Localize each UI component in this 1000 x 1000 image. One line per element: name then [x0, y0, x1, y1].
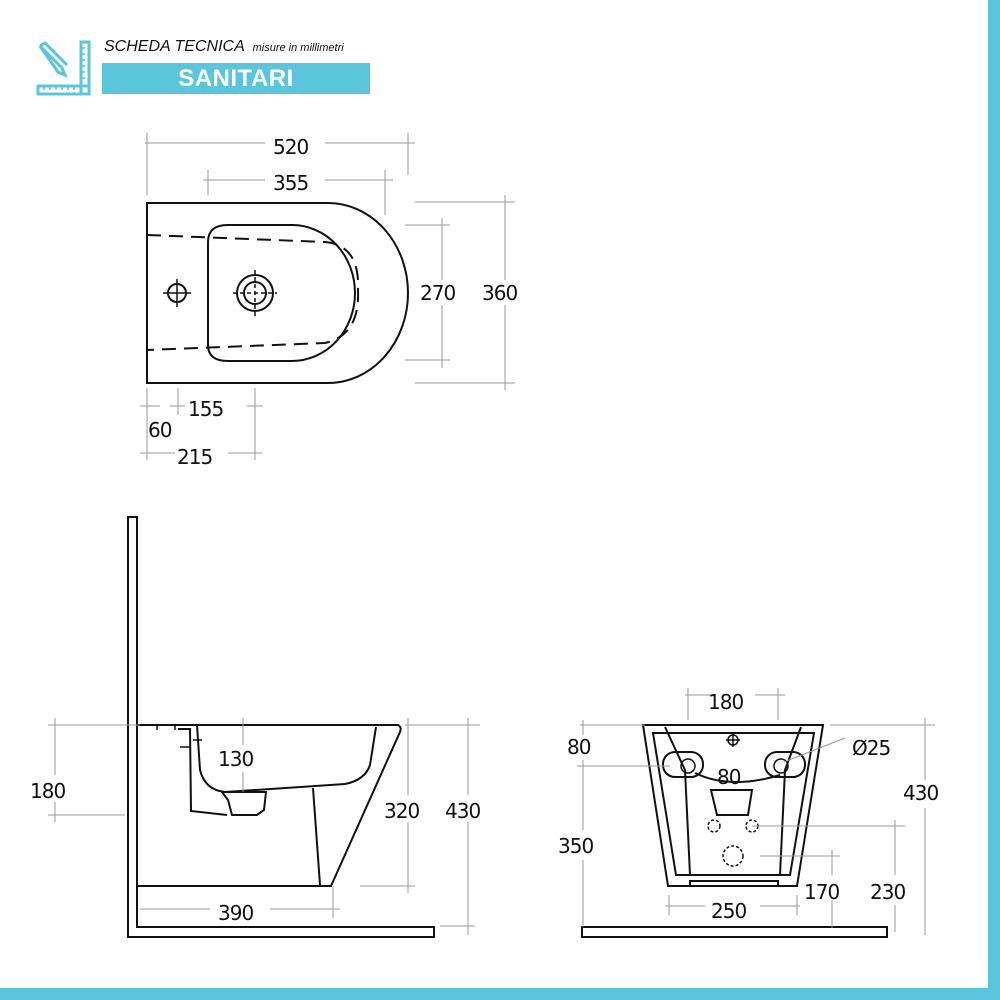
dim-overall-length: 520	[273, 135, 308, 159]
dim-base-width: 250	[711, 899, 746, 923]
bidet-rear-outline	[641, 724, 825, 887]
subtitle-text: misure in millimetri	[252, 42, 344, 54]
dim-fixing-diameter: Ø25	[852, 736, 890, 760]
fixing-slot-left	[662, 751, 704, 778]
bowl-outline	[207, 224, 356, 362]
base-plate	[689, 880, 779, 887]
drain-section	[220, 791, 268, 816]
rear-view: 180 80 Ø25 80 430 350 170 230 250	[558, 688, 939, 938]
bidet-top-outline	[146, 202, 409, 384]
dim-bowl-length: 355	[273, 171, 308, 195]
dim-supply-height: 230	[870, 880, 905, 904]
bowl-section	[196, 724, 377, 794]
fixing-slot-right	[764, 751, 806, 778]
dim-wall-to-drain: 215	[177, 445, 212, 469]
rim-hidden-line	[146, 234, 360, 351]
drain-hole-icon	[233, 270, 277, 316]
top-view: 520 355 270 360 155 60 215	[140, 133, 518, 469]
header-title: SCHEDA TECNICA misure in millimetri	[104, 38, 344, 56]
dim-total-height: 430	[445, 799, 480, 823]
dim-overall-width: 360	[482, 281, 517, 305]
rear-inner-outline	[651, 732, 816, 876]
dim-projection: 390	[218, 901, 253, 925]
bidet-side-outline	[136, 724, 402, 887]
frame-border-bottom	[0, 988, 1000, 1000]
dim-tap-to-drain: 155	[188, 397, 223, 421]
dim-fixing-height-floor: 350	[558, 834, 593, 858]
drain-outlet	[709, 789, 754, 816]
dim-fixing-spacing: 180	[708, 690, 743, 714]
title-text: SCHEDA TECNICA	[104, 38, 245, 55]
wall-floor	[127, 516, 435, 938]
dim-center-to-fixing: 80	[717, 765, 741, 789]
side-view: 180 130 320 430 390	[30, 516, 481, 938]
frame-border-right	[988, 0, 1000, 1000]
supply-section	[178, 728, 228, 816]
dim-bowl-width: 270	[420, 281, 455, 305]
tap-hole-icon	[163, 279, 191, 307]
category-banner: SANITARI	[102, 63, 370, 94]
dim-drain-height: 170	[804, 880, 839, 904]
dim-body-height: 320	[384, 799, 419, 823]
ruler-pencil-icon	[36, 40, 91, 96]
dim-fixing-height: 180	[30, 779, 65, 803]
dim-bowl-depth: 130	[218, 747, 253, 771]
floor-line	[581, 926, 888, 938]
dim-wall-to-tap: 60	[148, 418, 172, 442]
dim-rear-height: 430	[903, 781, 938, 805]
dim-fixing-from-top: 80	[567, 735, 591, 759]
